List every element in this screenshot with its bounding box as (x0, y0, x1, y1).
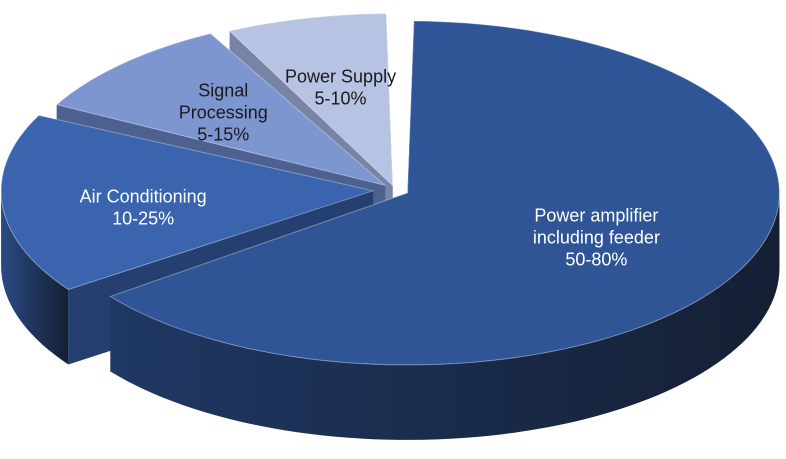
pie-slice-label-line: Power amplifier (534, 206, 658, 226)
pie-slice-label-line: Processing (179, 103, 268, 123)
pie-slice-label-line: including feeder (533, 228, 660, 248)
pie-slice-label-line: 5-10% (315, 88, 367, 108)
pie-slice-label-line: Signal (198, 81, 248, 101)
pie-slice-label-line: 10-25% (112, 208, 174, 228)
pie-slice-3 (55, 33, 386, 186)
pie-slice-label-line: Air Conditioning (80, 186, 207, 206)
pie-slice-label-line: 5-15% (197, 125, 249, 145)
pie-slice-4 (228, 13, 394, 187)
pie-slice-2 (0, 114, 375, 291)
pie-tops (0, 13, 780, 366)
pie-slice-side (110, 192, 780, 440)
pie-slice-side (1, 190, 69, 365)
pie-slice-1 (109, 20, 780, 366)
pie-slice-label-line: Power Supply (285, 66, 396, 86)
pie-slice-label-line: 50-80% (565, 250, 627, 270)
